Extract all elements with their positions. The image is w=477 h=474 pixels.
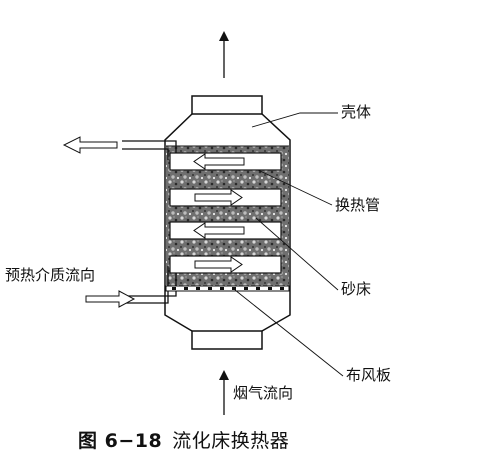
medium-pipes xyxy=(122,140,177,304)
medium-inlet-arrow xyxy=(85,290,136,308)
flue-gas-flow-label: 烟气流向 xyxy=(233,384,294,402)
figure-title: 流化床换热器 xyxy=(172,430,290,452)
leader-lines xyxy=(234,112,344,377)
distributor-plate-label: 布风板 xyxy=(346,366,392,384)
shell xyxy=(164,95,291,350)
tube-label: 换热管 xyxy=(335,196,381,214)
sand-bed-label: 砂床 xyxy=(341,280,372,298)
preheat-medium-flow-label: 预热介质流向 xyxy=(5,266,96,284)
tube-flow-arrows xyxy=(193,153,245,273)
figure-number: 图 6−18 xyxy=(78,430,163,452)
shell-label: 壳体 xyxy=(341,103,372,121)
distributor-plate xyxy=(165,285,290,292)
medium-outlet-arrow xyxy=(62,136,118,154)
figure-caption: 图 6−18 流化床换热器 xyxy=(78,432,289,451)
